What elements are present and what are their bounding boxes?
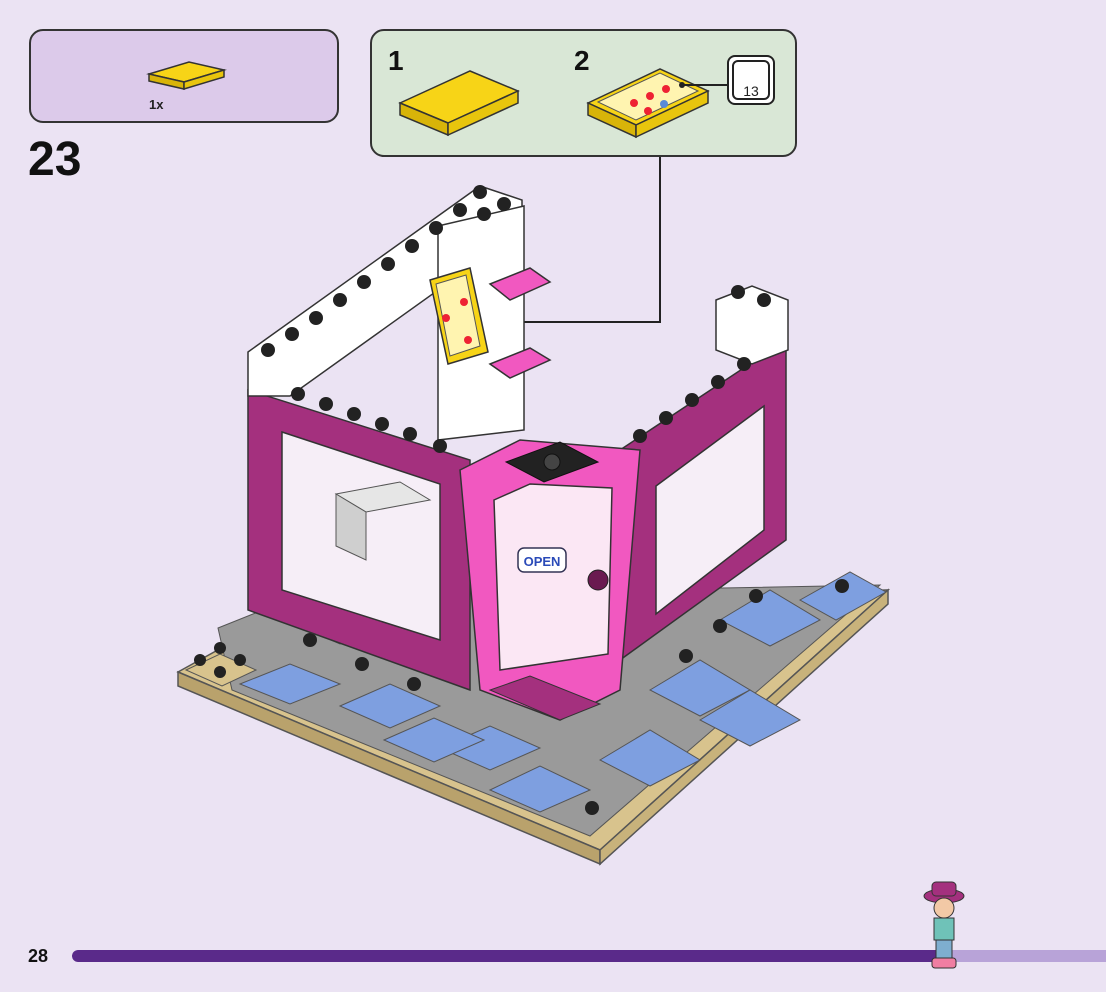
yellow-tile-icon (31, 31, 341, 125)
door-section: OPEN (460, 440, 640, 720)
left-wall (248, 390, 470, 690)
white-frame (248, 185, 524, 440)
open-sign (518, 548, 566, 572)
right-wall (620, 285, 788, 660)
sub-assembly-box: 1 2 13 (370, 29, 797, 157)
yellow-tile-plain (400, 71, 518, 135)
menu-sign (430, 268, 488, 364)
progress-bar-fill (72, 950, 951, 962)
part-quantity: 1x (149, 97, 163, 112)
step-number: 23 (28, 132, 81, 187)
callout-line (510, 157, 660, 322)
sticker-reference-icon: 13 (727, 55, 775, 105)
yellow-tile-with-sticker (588, 69, 708, 137)
parts-list-box: 1x (29, 29, 339, 123)
progress-bar (72, 950, 1106, 962)
open-sign-text: OPEN (524, 554, 561, 569)
page-number: 28 (28, 946, 48, 967)
wall-top-studs (291, 357, 751, 453)
pink-shelves (490, 268, 550, 378)
sticker-sheet-number: 13 (729, 83, 773, 99)
callout-arrow-icon (493, 312, 516, 332)
baseplate (178, 572, 888, 864)
